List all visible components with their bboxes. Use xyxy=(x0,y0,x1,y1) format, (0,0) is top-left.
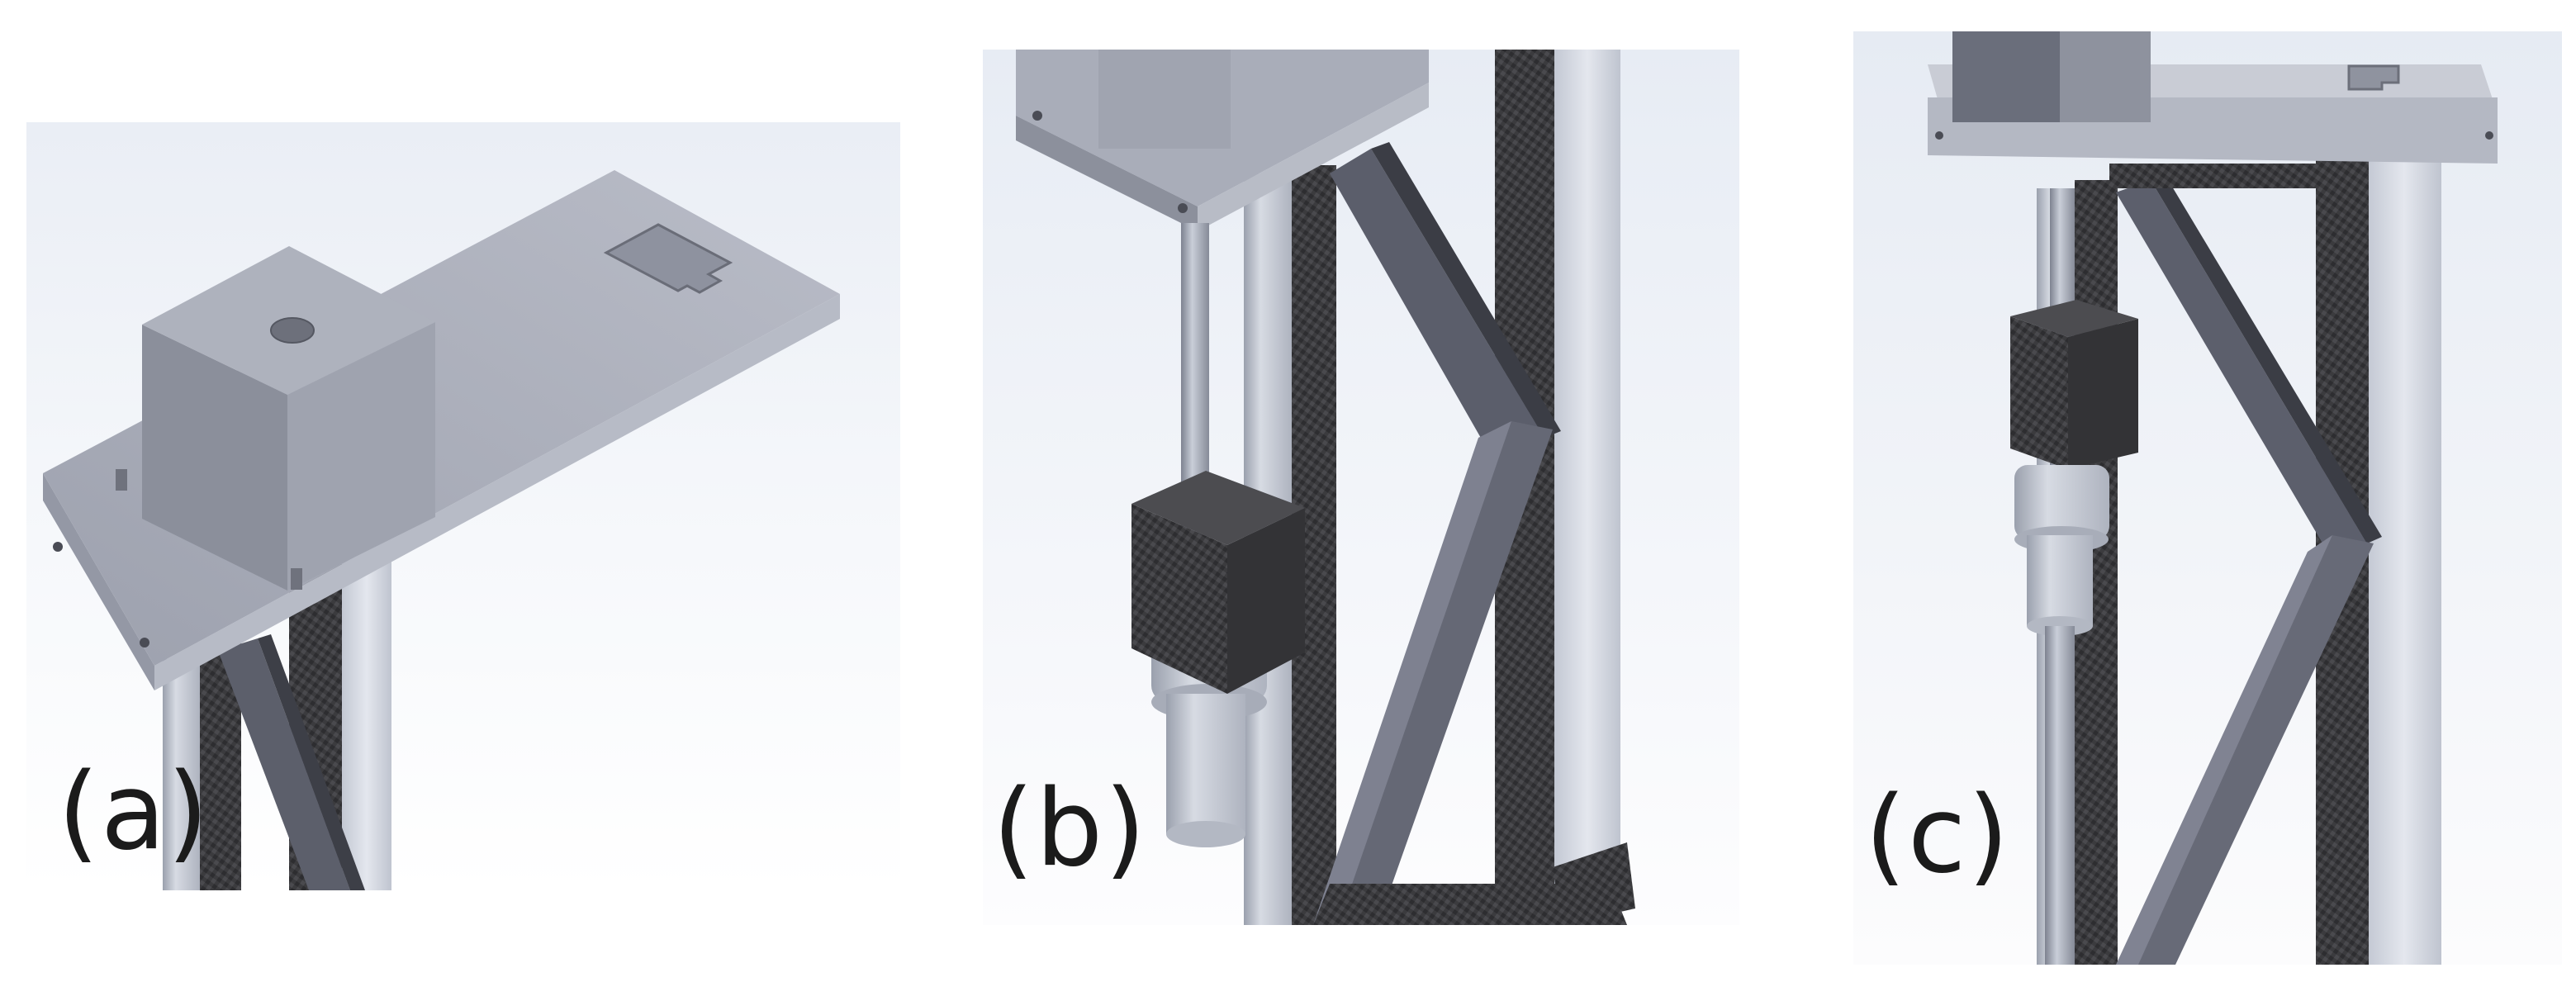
panel-label-b: (b) xyxy=(993,767,1148,890)
plate-hole xyxy=(1178,203,1188,213)
top-plate-edge xyxy=(1198,83,1429,231)
top-plate-side xyxy=(1016,116,1198,231)
truss-strut-lower xyxy=(1330,421,1553,925)
truss-strut-lower-edge xyxy=(2116,535,2332,965)
panel-a-drawing xyxy=(43,170,840,890)
carbon-column-left xyxy=(200,634,241,890)
plate-slot-cutout xyxy=(2347,64,2400,91)
aluminum-post-left xyxy=(163,659,200,890)
carriage-block-front xyxy=(1131,504,1227,694)
plate-hole xyxy=(2485,131,2493,140)
truss-strut-upper xyxy=(2116,180,2367,560)
carriage-block-side xyxy=(2068,319,2138,469)
aluminum-post-right xyxy=(1554,50,1620,925)
diagonal-strut-edge xyxy=(258,634,365,890)
carriage-block-side xyxy=(1227,508,1305,694)
cube-side-face xyxy=(287,322,435,591)
panel-c: (c) xyxy=(1853,31,2562,965)
carbon-base-plate xyxy=(1313,884,1627,925)
plate-hole xyxy=(140,638,149,648)
truss-strut-upper-edge xyxy=(1371,142,1561,438)
panel-label-c: (c) xyxy=(1865,774,2011,897)
plate-front-face xyxy=(43,473,154,690)
plate-notch xyxy=(291,568,302,590)
carriage-block-front xyxy=(2010,316,2068,469)
panel-b: (b) xyxy=(983,50,1739,925)
panel-b-drawing xyxy=(1016,50,1635,925)
truss-strut-lower xyxy=(2134,535,2374,965)
plate-hole xyxy=(1032,111,1042,121)
panel-a: (a) xyxy=(26,122,900,890)
carriage-block-top xyxy=(1131,471,1305,545)
panel-c-drawing xyxy=(1928,31,2498,965)
cylinder-mid xyxy=(2027,535,2093,626)
truss-strut-upper xyxy=(1330,149,1544,463)
cylinder-rod-lower xyxy=(2045,626,2075,965)
top-block xyxy=(1098,50,1231,149)
plate-hole xyxy=(53,542,63,552)
panel-label-a: (a) xyxy=(58,751,211,874)
cube-hole xyxy=(270,317,315,344)
plate-hole xyxy=(1935,131,1943,140)
plate-right-face xyxy=(154,294,840,690)
cylinder-lower-bottom xyxy=(1166,821,1245,847)
cube-front-face xyxy=(142,325,287,591)
truss-strut-lower-edge xyxy=(1313,421,1511,925)
plate-slot-cutout xyxy=(603,223,733,294)
top-block-face xyxy=(2060,31,2151,122)
cylinder-upper xyxy=(2014,465,2109,539)
cylinder-lower xyxy=(1166,694,1245,834)
carriage-block-top xyxy=(2010,300,2138,337)
truss-strut-upper-edge xyxy=(2151,178,2382,543)
diagonal-strut xyxy=(218,638,350,890)
aluminum-post-right xyxy=(2367,155,2441,965)
plate-notch xyxy=(116,469,127,491)
carbon-bracket xyxy=(1553,842,1635,925)
carbon-top-beam xyxy=(2109,164,2357,188)
